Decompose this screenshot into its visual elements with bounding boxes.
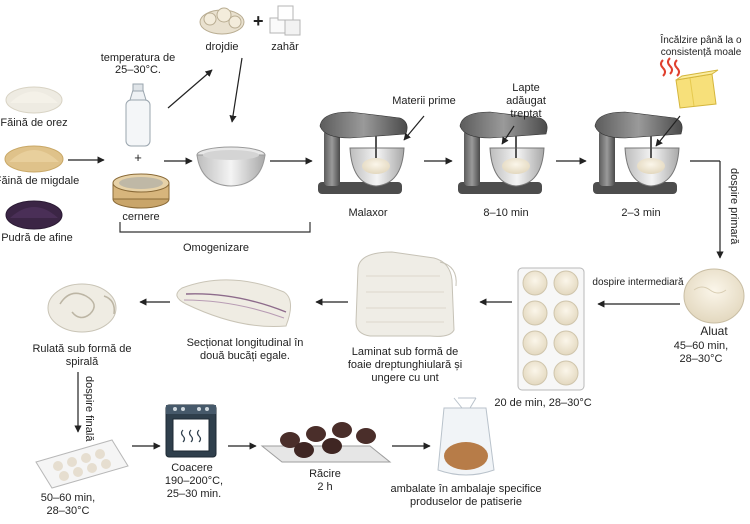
tray-time-label: 20 de min, 28–30°C (494, 397, 592, 409)
omogenizare-bracket (119, 222, 311, 233)
water-temp-label-line2: 25–30°C. (115, 64, 161, 76)
butter-label-line1: Încălzire până la o (660, 35, 742, 46)
mixer-step2-label: 8–10 min (483, 207, 529, 219)
laminate-label-line1: Laminat sub formă de (351, 346, 459, 358)
stand-mixer-3 (593, 111, 683, 194)
dough-ball (683, 268, 745, 324)
pack-label-line2: produselor de patiserie (410, 496, 522, 508)
blueberry-powder-pile (5, 200, 63, 230)
rice-flour-pile (5, 86, 63, 114)
sieve-label: cernere (122, 211, 160, 223)
final-proof-label: dospire finală (83, 376, 95, 442)
laminate-label-line3: ungere cu unt (371, 372, 439, 384)
milk-label-line2: adăugat (506, 95, 546, 107)
butter-icon (675, 69, 719, 109)
water-temp-label-line1: temperatura de (100, 52, 176, 64)
final-time-line2: 28–30°C (46, 505, 90, 517)
intermediate-proof-label: dospire intermediară (592, 277, 684, 288)
milk-label-line1: Lapte (512, 82, 540, 94)
cut-label-line2: două bucăți egale. (200, 350, 290, 362)
laminated-dough-sheet (355, 251, 457, 337)
omogenizare-label: Omogenizare (182, 242, 250, 254)
bake-label-line1: Coacere (171, 462, 213, 474)
oven-icon (165, 404, 217, 458)
sugar-label: zahăr (271, 41, 299, 53)
almond-flour-label: Făină de migdale (0, 175, 80, 187)
dough-time-line1: 45–60 min, (673, 340, 729, 352)
sugar-cubes-icon (269, 5, 301, 36)
rice-flour-label: Făină de orez (0, 117, 68, 129)
yeast-icon (199, 7, 245, 35)
cool-label-line1: Răcire (309, 468, 341, 480)
butter-label-line2: consistență moale (660, 47, 742, 58)
plus-sign: + (253, 11, 264, 31)
dough-time-line2: 28–30°C (679, 353, 723, 365)
final-time-line1: 50–60 min, (40, 492, 96, 504)
cut-label-line1: Secționat longitudinal în (186, 337, 304, 349)
bake-label-line2: 190–200°C, (164, 475, 224, 487)
plus-label: + (134, 150, 142, 165)
almond-flour-pile (4, 145, 64, 173)
raw-materials-label: Materii prime (392, 95, 456, 107)
dough-label: Aluat (700, 324, 728, 338)
spiral-label-line2: spirală (65, 356, 99, 368)
heat-waves-icon (660, 57, 680, 77)
pack-label-line1: ambalate în ambalaje specifice (390, 483, 542, 495)
packaged-pastry (437, 397, 495, 476)
spiral-label-line1: Rulată sub formă de (32, 343, 132, 355)
mixer-step3-label: 2–3 min (621, 207, 661, 219)
cooling-rack-buns (260, 422, 392, 463)
final-proof-tray (35, 439, 129, 489)
laminate-label-line2: foaie dreptunghiulară și (347, 359, 463, 371)
mixer-step1-label: Malaxor (348, 207, 388, 219)
spiral-roll (47, 283, 117, 333)
mixing-bowl (196, 146, 266, 187)
bake-label-line3: 25–30 min. (166, 488, 222, 500)
milk-label-line3: treptat (510, 108, 542, 120)
dough-balls-tray (517, 267, 585, 391)
blueberry-powder-label: Pudră de afine (1, 232, 73, 244)
water-bottle (125, 83, 151, 147)
primary-proof-label: dospire primară (728, 168, 740, 245)
stand-mixer-1 (318, 111, 408, 194)
yeast-label: drojdie (205, 41, 239, 53)
cool-label-line2: 2 h (317, 481, 333, 493)
stand-mixer-2 (458, 111, 548, 194)
sieve-icon (112, 173, 170, 209)
cut-dough-strips (176, 279, 291, 327)
flow-arrows (68, 57, 724, 450)
